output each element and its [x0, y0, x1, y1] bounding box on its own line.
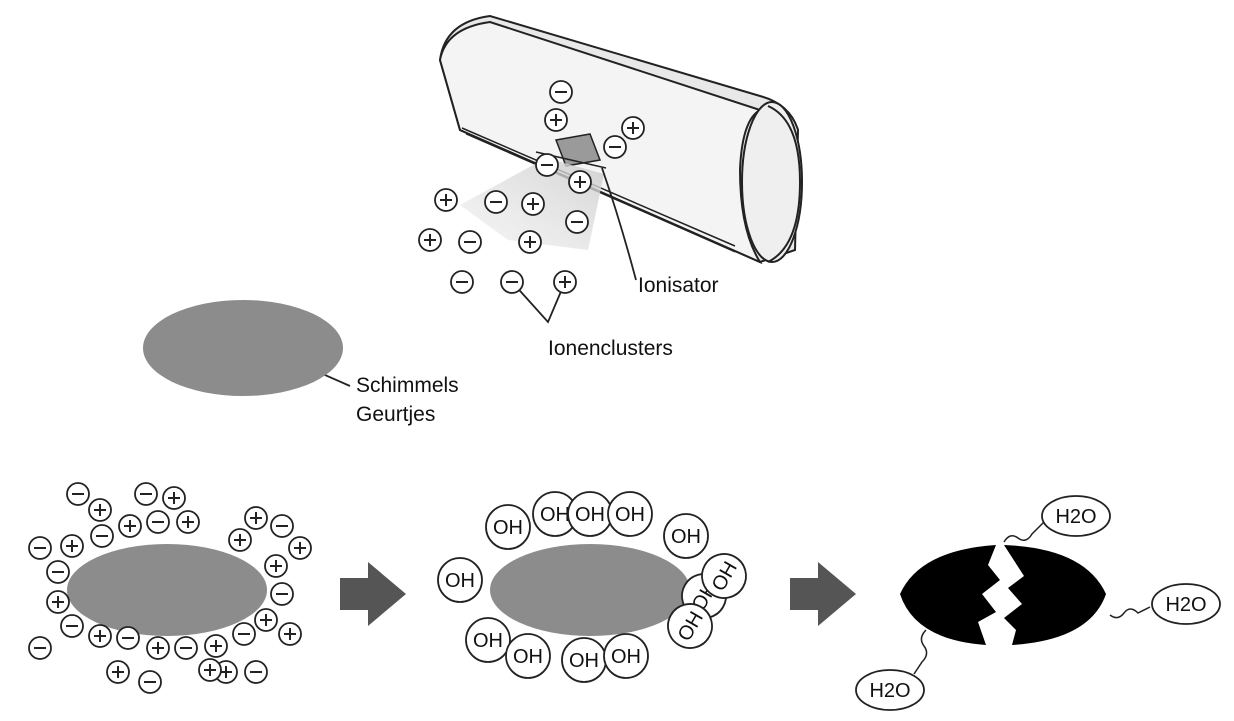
hydroxyl-label: OH [540, 504, 570, 526]
negative-ion-icon [458, 230, 482, 254]
positive-ion-icon [46, 590, 70, 614]
hydroxyl-label: OH [611, 646, 641, 668]
positive-ion-icon [146, 636, 170, 660]
hydroxyl-molecule: OH [437, 557, 483, 603]
negative-ion-icon [28, 636, 52, 660]
negative-ion-icon [603, 135, 627, 159]
positive-ion-icon [264, 554, 288, 578]
positive-ion-icon [544, 108, 568, 132]
positive-ion-icon [521, 192, 545, 216]
ion-clusters-leader [511, 281, 566, 324]
arrow-right-icon [340, 562, 406, 626]
negative-ion-icon [244, 660, 268, 684]
arrow-right-icon [790, 562, 856, 626]
positive-ion-icon [228, 528, 252, 552]
water-release-arrow [1109, 606, 1151, 619]
positive-ion-icon [244, 506, 268, 530]
hydroxyl-label: OH [513, 646, 543, 668]
negative-ion-icon [138, 670, 162, 694]
hydroxyl-label: OH [569, 650, 599, 672]
particle-with-hydroxyl [490, 544, 690, 636]
negative-ion-icon [565, 210, 589, 234]
negative-ion-icon [146, 510, 170, 534]
hydroxyl-molecule: OH [667, 603, 713, 649]
negative-ion-icon [232, 622, 256, 646]
hydroxyl-label: OH [473, 630, 503, 652]
water-release-arrow [1003, 521, 1045, 543]
water-molecule: H2O [855, 669, 925, 711]
negative-ion-icon [116, 626, 140, 650]
positive-ion-icon [568, 170, 592, 194]
positive-ion-icon [278, 622, 302, 646]
negative-ion-icon [90, 524, 114, 548]
hydroxyl-label: OH [671, 526, 701, 548]
hydroxyl-molecule: OH [561, 637, 607, 683]
hydroxyl-label: OH [445, 570, 475, 592]
negative-ion-icon [66, 482, 90, 506]
negative-ion-icon [46, 560, 70, 584]
ionizer-leader [601, 167, 637, 281]
water-label: H2O [869, 680, 910, 702]
ion-clusters-label: Ionenclusters [548, 337, 673, 360]
positive-ion-icon [106, 660, 130, 684]
negative-ion-icon [28, 536, 52, 560]
water-molecule: H2O [1041, 495, 1111, 537]
mold-label: Schimmels [356, 374, 459, 397]
hydroxyl-molecule: OH [701, 553, 747, 599]
positive-ion-icon [204, 634, 228, 658]
positive-ion-icon [176, 510, 200, 534]
water-label: H2O [1165, 594, 1206, 616]
hydroxyl-molecule: OH [603, 633, 649, 679]
hydroxyl-molecule: OH [465, 617, 511, 663]
positive-ion-icon [518, 230, 542, 254]
hydroxyl-molecule: OH [532, 491, 578, 537]
hydroxyl-molecule: OH [485, 504, 531, 550]
hydroxyl-molecule: OH [505, 633, 551, 679]
particle-with-ions [67, 544, 267, 636]
negative-ion-icon [134, 482, 158, 506]
water-label: H2O [1055, 506, 1096, 528]
negative-ion-icon [549, 80, 573, 104]
particle-icon [143, 300, 343, 396]
odors-label: Geurtjes [356, 403, 435, 426]
hydroxyl-molecule: OH [567, 491, 613, 537]
hydroxyl-molecule: OH [607, 491, 653, 537]
negative-ion-icon [270, 514, 294, 538]
negative-ion-icon [450, 270, 474, 294]
hydroxyl-label: OH [493, 517, 523, 539]
ionizer-label: Ionisator [638, 274, 719, 297]
negative-ion-icon [270, 582, 294, 606]
positive-ion-icon [162, 486, 186, 510]
positive-ion-icon [288, 536, 312, 560]
negative-ion-icon [174, 636, 198, 660]
negative-ion-icon [535, 153, 559, 177]
broken-particle-icon [900, 545, 1106, 645]
positive-ion-icon [621, 116, 645, 140]
positive-ion-icon [434, 188, 458, 212]
water-molecule: H2O [1151, 583, 1221, 625]
negative-ion-icon [60, 614, 84, 638]
positive-ion-icon [198, 658, 222, 682]
positive-ion-icon [553, 270, 577, 294]
positive-ion-icon [418, 228, 442, 252]
hydroxyl-label: OH [575, 504, 605, 526]
hydroxyl-label: OH [615, 504, 645, 526]
negative-ion-icon [500, 270, 524, 294]
hydroxyl-molecule: OH [663, 513, 709, 559]
positive-ion-icon [60, 534, 84, 558]
negative-ion-icon [484, 190, 508, 214]
positive-ion-icon [254, 608, 278, 632]
positive-ion-icon [118, 514, 142, 538]
positive-ion-icon [88, 624, 112, 648]
water-release-arrow [913, 629, 928, 675]
positive-ion-icon [88, 498, 112, 522]
